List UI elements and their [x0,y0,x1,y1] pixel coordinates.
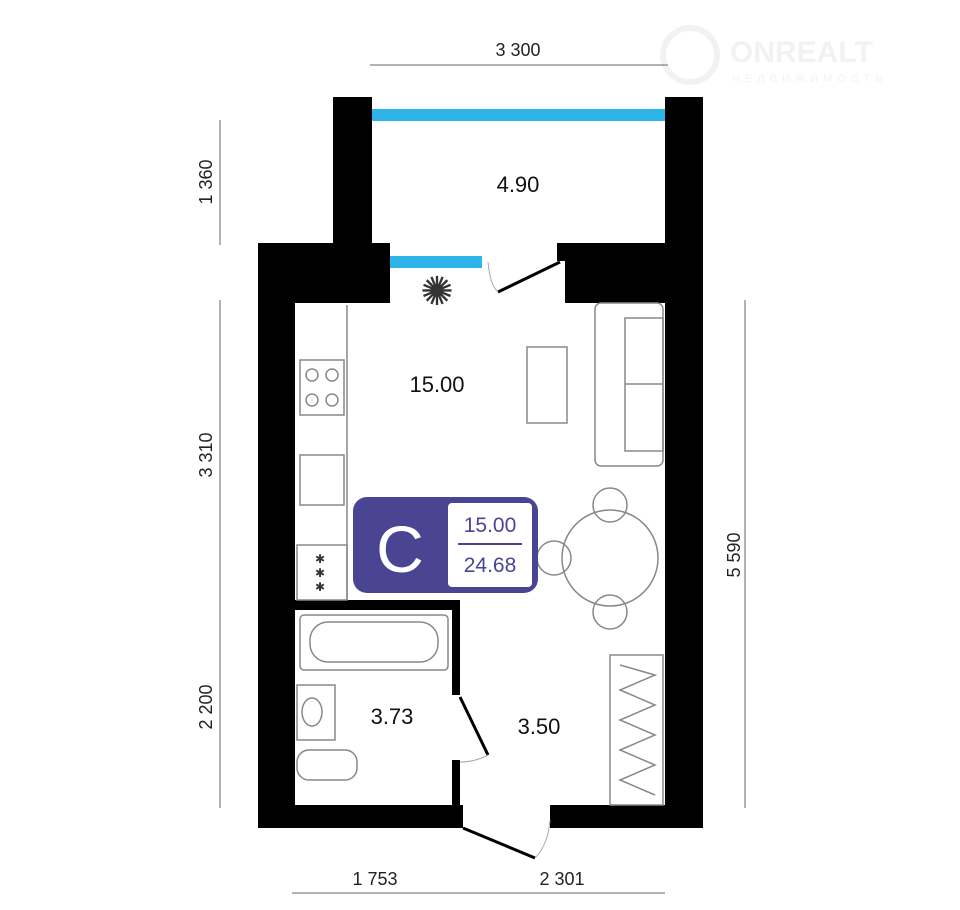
dim-total-depth: 5 590 [724,532,744,577]
badge-total-area: 24.68 [464,554,517,577]
area-living: 15.00 [409,372,464,397]
dim-balcony-depth: 1 360 [196,159,216,204]
area-bathroom: 3.73 [371,704,414,729]
svg-text:НЕДВИЖИМОСТЬ: НЕДВИЖИМОСТЬ [732,73,887,85]
doors[interactable] [458,260,561,860]
area-balcony: 4.90 [497,172,540,197]
dim-bottom-left: 1 753 [352,869,397,889]
balcony-window [372,109,665,121]
svg-text:ONREALT: ONREALT [730,36,873,69]
apartment-badge: C 15.00 24.68 [353,497,538,593]
dim-room-depth: 3 310 [196,432,216,477]
badge-type: C [376,512,424,586]
dim-bottom-right: 2 301 [539,869,584,889]
walls [258,97,703,828]
room-window [390,256,482,268]
badge-living-area: 15.00 [464,514,517,537]
svg-text:✱: ✱ [315,580,325,594]
dimension-lines [219,64,746,894]
svg-text:✱: ✱ [315,566,325,580]
dim-bath-depth: 2 200 [196,684,216,729]
dim-top-width: 3 300 [495,40,540,60]
svg-text:✱: ✱ [315,552,325,566]
plant-icon: ✺ [420,270,454,314]
area-hall: 3.50 [518,714,561,739]
furniture: ✱ ✱ ✱ ✺ [296,270,664,806]
logo: ONREALT НЕДВИЖИМОСТЬ [660,25,887,85]
